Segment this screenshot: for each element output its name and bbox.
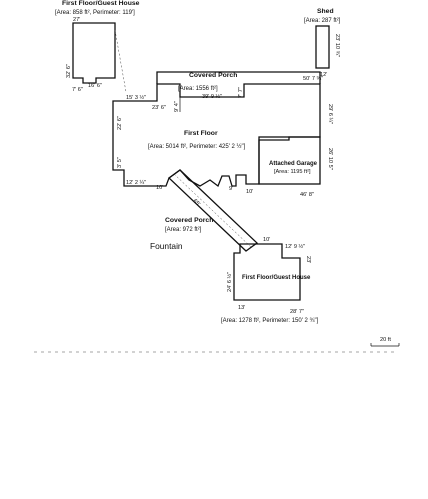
shed-outline [315,25,330,69]
covered-porch-bottom-stats: [Area: 972 ft²] [165,227,202,233]
first-floor-dim-bottom-left: 12' 2 ¼" [126,180,146,186]
garage-dim-right: 26' 10 5" [327,148,333,170]
shed-dim-bottom: 12' [320,72,327,78]
guest-house-bottom-dim-top-right: 12' 9 ½" [285,243,305,250]
scale-bar: 20 ft [370,337,400,347]
covered-porch-bottom-title: Covered Porch [165,217,213,224]
covered-porch-bottom-outline [167,169,259,252]
shed-dim-right: 23' 10 ¾" [334,34,340,57]
covered-porch-top-stats: [Area: 1556 ft²] [178,86,218,92]
first-floor-dim-bottom-notch: 9' [229,186,233,192]
covered-porch-bottom-centerline [173,173,252,248]
shed: Shed [Area: 287 ft²] 23' 10 ¾" 12' [304,8,341,78]
first-floor-dim-bottom-right-notch: 10' [246,189,253,195]
garage-title: Attached Garage [269,161,318,167]
guest-house-top-title: First Floor/Guest House [62,0,140,7]
guest-house-bottom-dim-bottom-right: 28' 7" [290,309,304,315]
first-floor-dim-top-left: 15' 3 ½" [126,94,146,101]
attached-garage: Attached Garage [Area: 1195 ft²] 26' 10 … [258,136,333,198]
guest-house-bottom-title: First Floor/Guest House [242,275,311,281]
garage-outline [258,136,321,185]
first-floor: 15' 3 ½" 22' 6" 23' 6" 9' 4" First Floor… [112,83,333,195]
first-floor-dim-right: 29' 6 ¼" [327,104,333,124]
covered-porch-top-dim-right: 50' 7 ¾" [303,76,323,82]
guest-house-top-dim-top: 27' [73,17,80,23]
first-floor-stats: [Area: 5014 ft², Perimeter: 425' 2 ½"] [148,143,246,150]
first-floor-dim-left: 22' 6" [117,116,123,130]
first-floor-dim-inner-side: 9' 4" [174,101,180,112]
connector-line-top [114,29,127,93]
shed-title: Shed [317,8,334,15]
guest-house-top-dim-left: 32' 6" [66,64,72,78]
guest-house-top-outline [72,22,116,84]
guest-house-bottom-stats: [Area: 1278 ft², Perimeter: 150' 2 ¾"] [221,318,319,324]
guest-house-bottom: 10' 12' 9 ½" 23' 24' 6 ½" First Floor/Gu… [221,237,319,324]
covered-porch-bottom-dim-diag: 65' [192,198,201,207]
covered-porch-top-outline [156,71,321,84]
first-floor-dim-left-low: 3' 5" [117,157,123,168]
guest-house-bottom-dim-right: 23' [305,256,311,263]
covered-porch-top-dim-side: 7' 7" [238,87,244,98]
guest-house-bottom-dim-top: 10' [263,237,270,243]
guest-house-bottom-dim-left: 24' 6 ½" [226,272,233,292]
guest-house-top: First Floor/Guest House [Area: 858 ft², … [55,0,140,93]
first-floor-outline [112,83,321,188]
covered-porch-top: Covered Porch [Area: 1556 ft²] 39' 9 ½" … [156,71,323,100]
first-floor-dim-bottom-mid: 10' [156,185,163,191]
guest-house-top-dim-bottom-right: 16' 6" [88,83,102,89]
guest-house-top-stats: [Area: 858 ft², Perimeter: 119'] [55,10,135,16]
scale-bar-label: 20 ft [380,337,391,343]
garage-dim-bottom: 46' 8" [300,192,314,198]
covered-porch-top-title: Covered Porch [189,72,237,79]
first-floor-dim-inner: 23' 6" [152,105,166,111]
covered-porch-bottom: 65' Covered Porch [Area: 972 ft²] [165,169,259,252]
guest-house-top-dim-bottom-left: 7' 6" [72,87,83,93]
first-floor-title: First Floor [184,130,218,137]
garage-stats: [Area: 1195 ft²] [274,169,311,175]
guest-house-bottom-outline [233,243,301,301]
fountain-label: Fountain [150,241,183,251]
guest-house-bottom-dim-bottom-left: 13' [238,305,245,311]
shed-stats: [Area: 287 ft²] [304,18,341,24]
